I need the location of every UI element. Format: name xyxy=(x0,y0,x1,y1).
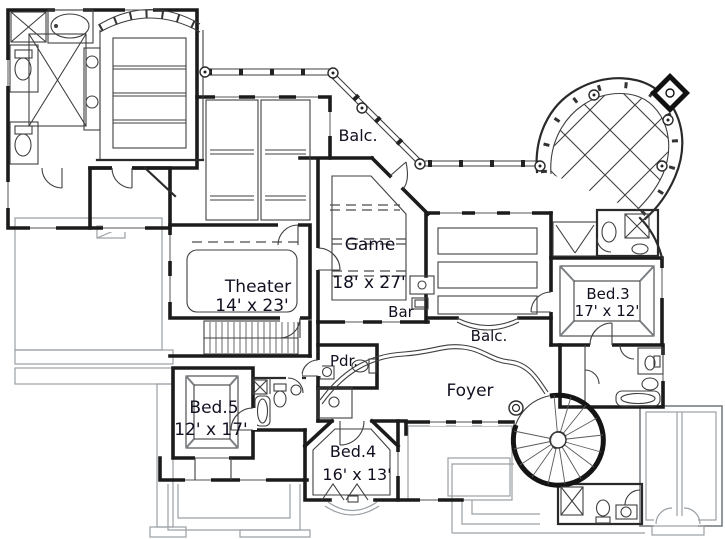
shower-icon xyxy=(560,486,584,516)
turret-lattice xyxy=(550,93,669,211)
linen-closet-icon xyxy=(252,379,268,395)
turret-balcony xyxy=(534,73,690,221)
room-dims-theater: 14' x 23' xyxy=(215,296,288,316)
room-dims-bed4: 16' x 13' xyxy=(322,465,391,484)
room-dims-game: 18' x 27' xyxy=(332,273,405,293)
room-label-balc-mid: Balc. xyxy=(471,327,508,345)
room-label-bed3: Bed.3 xyxy=(586,285,629,303)
room-dims-bed5: 12' x 17' xyxy=(174,420,247,440)
door-swings xyxy=(41,161,641,506)
room-label-bed4: Bed.4 xyxy=(330,442,376,461)
room-label-bed5: Bed.5 xyxy=(189,398,238,418)
room-label-pdr: Pdr. xyxy=(330,352,358,370)
chimney xyxy=(650,73,690,113)
spiral-staircase xyxy=(508,392,606,488)
balcony-railings xyxy=(199,66,538,170)
room-label-theater: Theater xyxy=(224,277,291,297)
bar-sink-icon xyxy=(409,275,435,310)
room-dims-bed3: 17' x 12' xyxy=(575,302,640,320)
room-label-bar: Bar xyxy=(388,303,414,321)
room-label-foyer: Foyer xyxy=(446,381,493,401)
room-label-balc-top: Balc. xyxy=(338,126,377,145)
fixtures xyxy=(9,9,661,524)
corner-shower-icon xyxy=(624,213,650,239)
interior-partitions xyxy=(95,9,664,526)
room-label-game: Game xyxy=(345,235,396,255)
exterior-walls xyxy=(6,8,665,502)
room-labels: Balc. Game 18' x 27' Theater 14' x 23' B… xyxy=(174,126,639,484)
